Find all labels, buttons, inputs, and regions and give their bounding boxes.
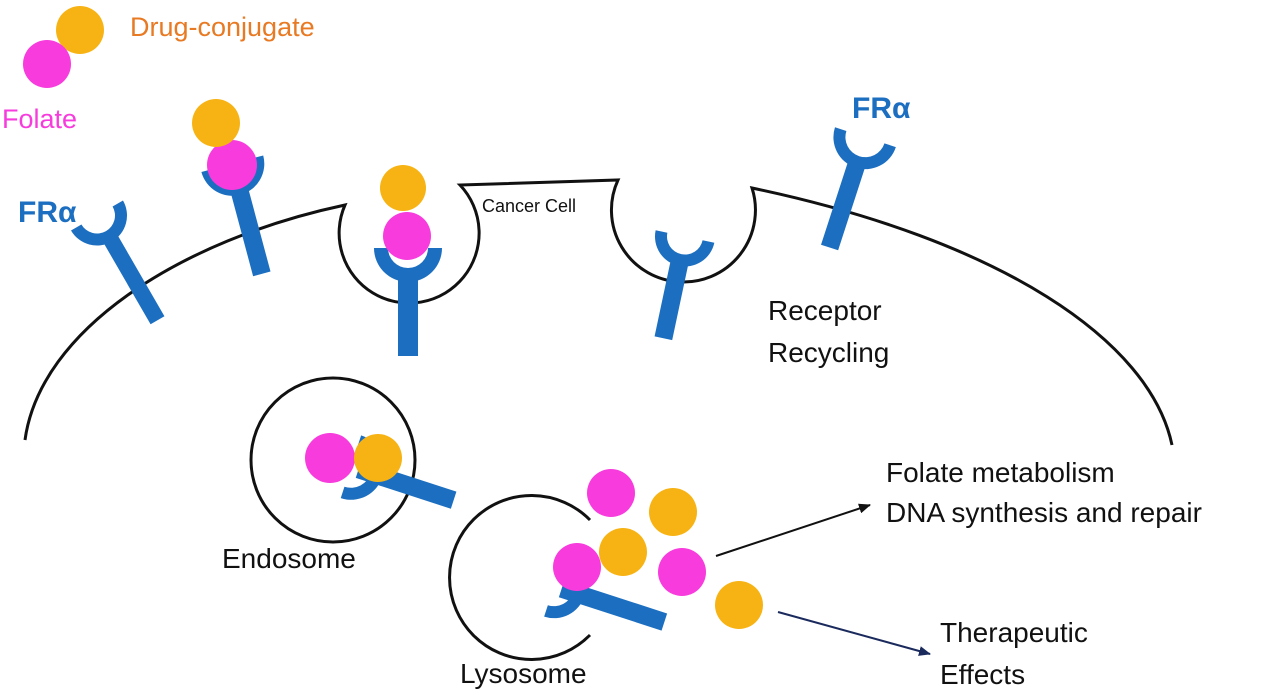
legend: Drug-conjugate Folate bbox=[2, 6, 315, 134]
folate-dot-lysosome-1 bbox=[553, 543, 601, 591]
endosome bbox=[249, 376, 457, 544]
drug-dot-pit bbox=[380, 165, 426, 211]
lysosome-label: Lysosome bbox=[460, 658, 587, 689]
receptor-bound-pit bbox=[374, 165, 442, 356]
drug-dot-lysosome-3 bbox=[715, 581, 763, 629]
outcome-therapeutic-line1: Therapeutic bbox=[940, 617, 1088, 648]
receptor-empty-left bbox=[71, 200, 165, 325]
outcome-metabolism-line1: Folate metabolism bbox=[886, 457, 1115, 488]
endosome-label: Endosome bbox=[222, 543, 356, 574]
arrow-to-metabolism bbox=[715, 503, 871, 557]
drug-dot-endosome bbox=[354, 434, 402, 482]
folate-dot-surface bbox=[207, 140, 257, 190]
receptor-label-right: FRα bbox=[852, 92, 911, 125]
outcome-therapeutic-line2: Effects bbox=[940, 659, 1025, 690]
cancer-cell-label: Cancer Cell bbox=[482, 196, 576, 216]
drug-dot-lysosome-1 bbox=[599, 528, 647, 576]
folate-dot-lysosome-3 bbox=[658, 548, 706, 596]
arrow-to-therapeutic bbox=[777, 611, 931, 656]
receptor-recycling-label-line2: Recycling bbox=[768, 337, 889, 368]
drug-dot-surface bbox=[192, 99, 240, 147]
legend-drug-dot bbox=[56, 6, 104, 54]
receptor-bound-surface bbox=[192, 99, 271, 277]
lysosome bbox=[448, 469, 763, 661]
folate-dot-pit bbox=[383, 212, 431, 260]
receptor-recycling-label-line1: Receptor bbox=[768, 295, 882, 326]
folate-dot-lysosome-2 bbox=[587, 469, 635, 517]
legend-folate-label: Folate bbox=[2, 104, 77, 134]
cell-membrane bbox=[23, 178, 1174, 446]
receptor-label-left: FRα bbox=[18, 196, 77, 229]
receptor-empty-pit bbox=[654, 230, 715, 341]
folate-dot-endosome bbox=[305, 433, 355, 483]
drug-dot-lysosome-2 bbox=[649, 488, 697, 536]
outcome-metabolism-line2: DNA synthesis and repair bbox=[886, 497, 1202, 528]
legend-folate-dot bbox=[23, 40, 71, 88]
receptor-empty-right bbox=[821, 127, 896, 251]
legend-drug-label: Drug-conjugate bbox=[130, 12, 315, 42]
